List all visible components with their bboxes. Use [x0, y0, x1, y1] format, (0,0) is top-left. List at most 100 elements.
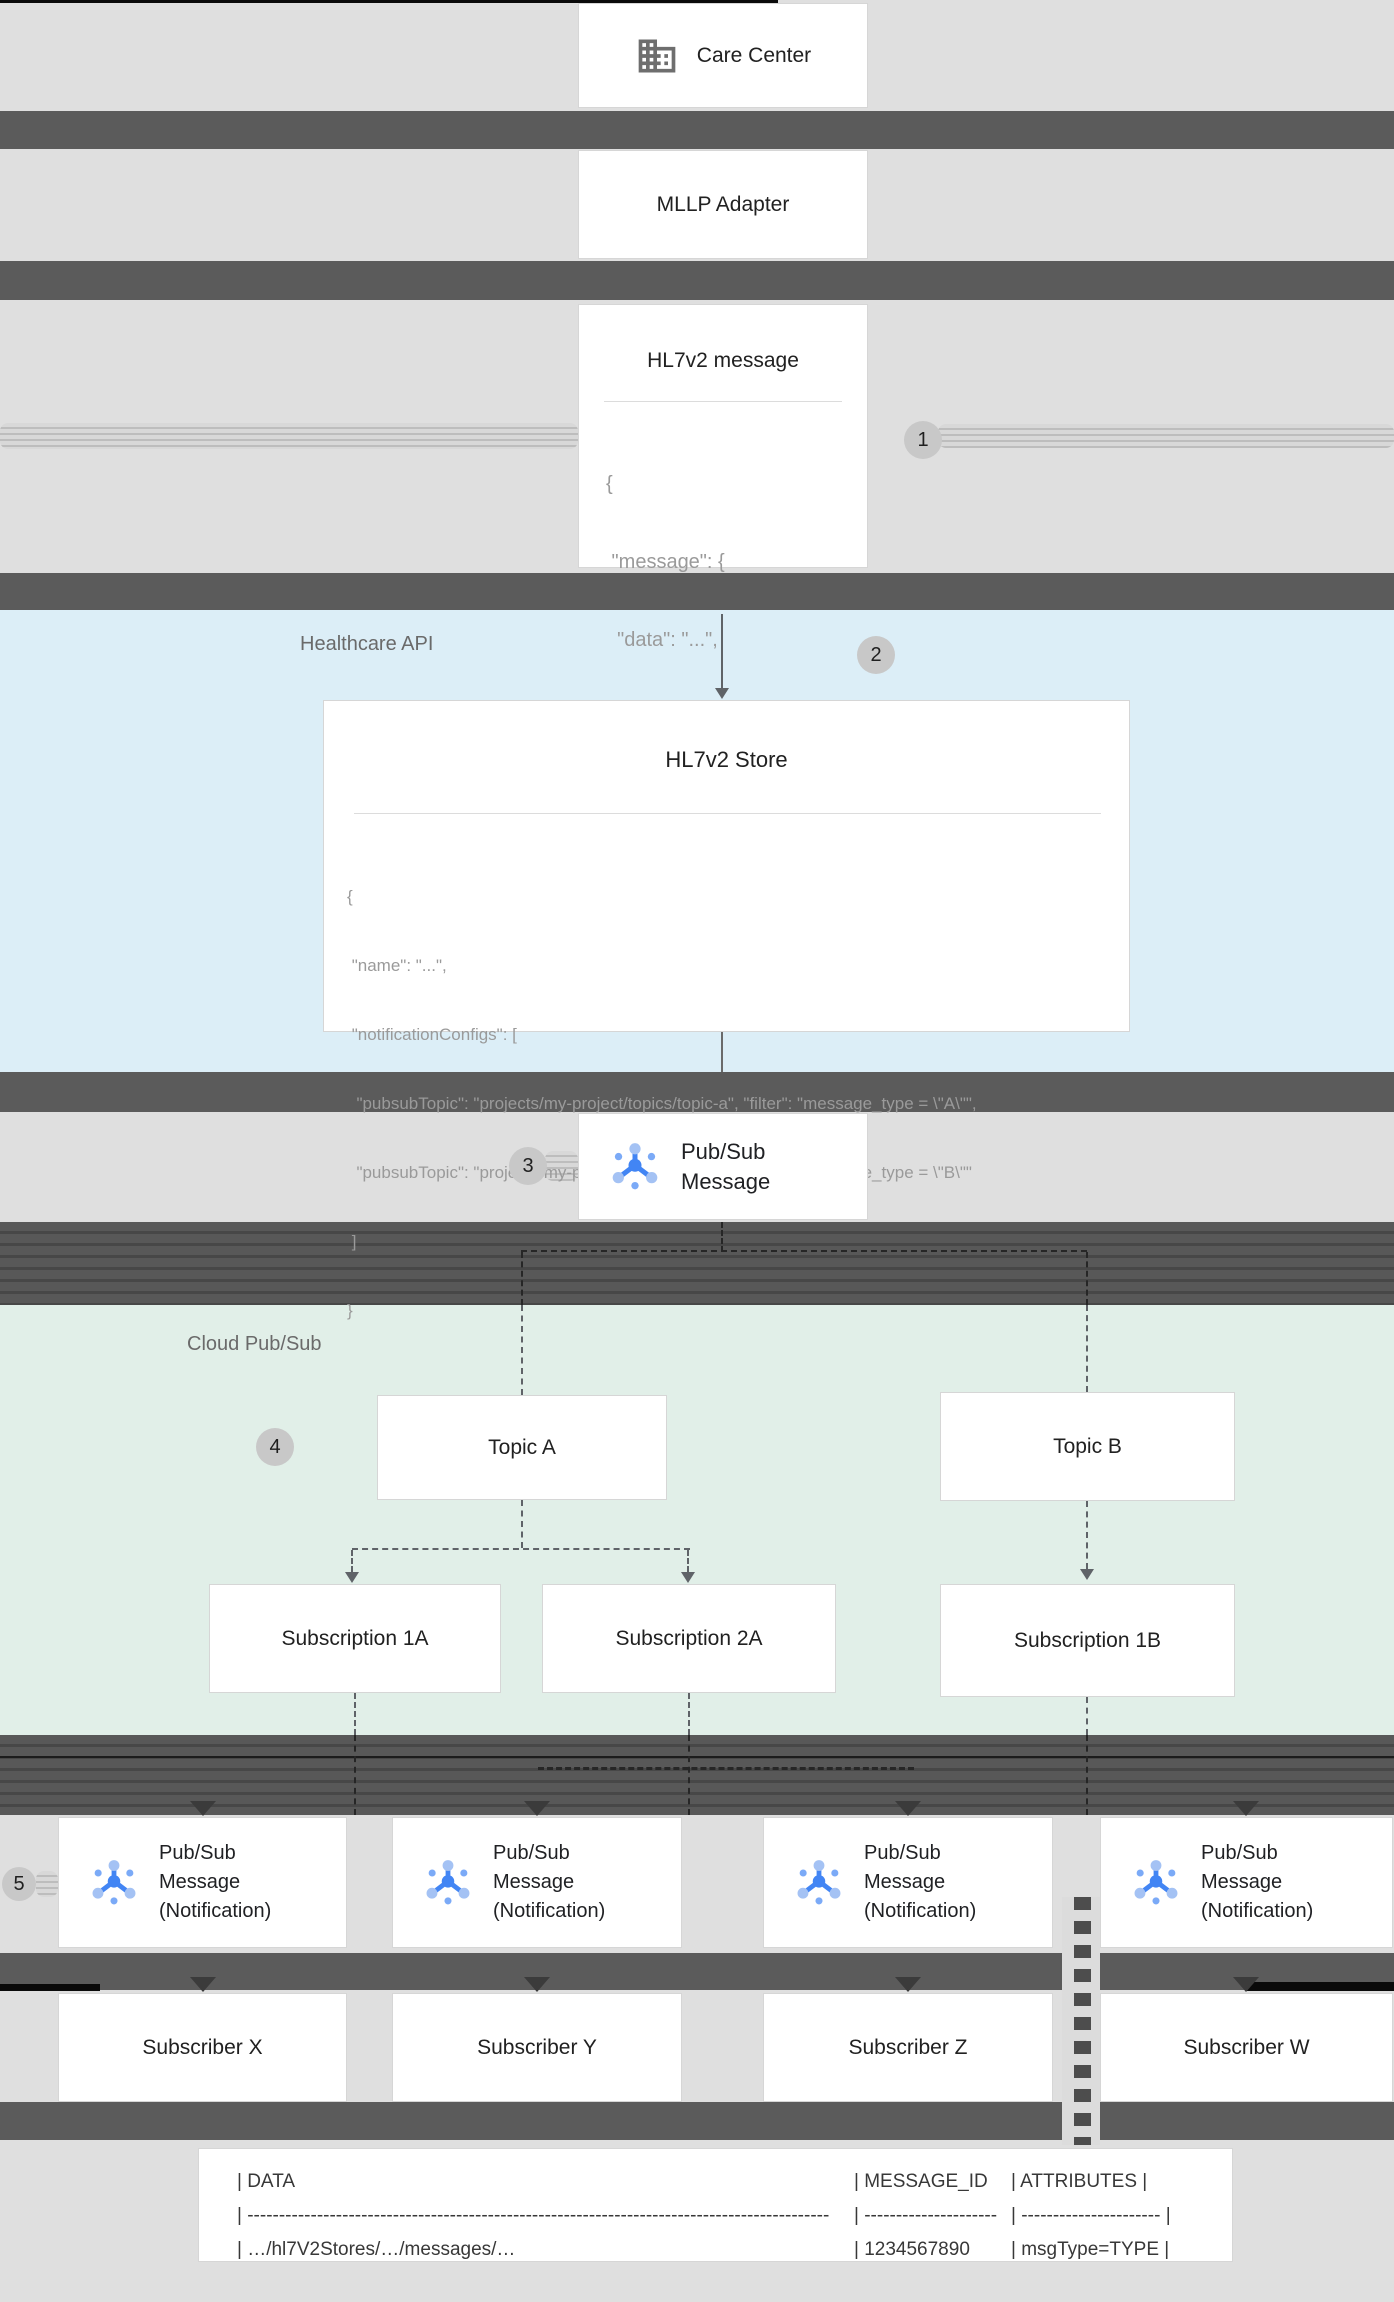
- hl7v2-store-box: HL7v2 Store { "name": "...", "notificati…: [323, 700, 1130, 1320]
- code-line: }: [347, 1301, 353, 1320]
- arrow-down-icon: [681, 1572, 695, 1583]
- dashed-connector: [521, 1250, 1087, 1252]
- subscriber-y-label: Subscriber Y: [477, 2035, 597, 2059]
- separator-band: [0, 2102, 1394, 2140]
- subscriber-z-box: Subscriber Z: [763, 1993, 1053, 2102]
- table-cell-data: | …/hl7V2Stores/…/messages/…: [237, 2239, 516, 2260]
- arrow-down-icon: [715, 688, 729, 699]
- band-black-segment: [0, 1984, 100, 1991]
- notification-box-1: Pub/Sub Message (Notification): [58, 1817, 347, 1948]
- topic-a-box: Topic A: [377, 1395, 667, 1500]
- arrow-down-icon: [524, 1801, 550, 1816]
- label-line: (Notification): [493, 1900, 606, 1922]
- separator-band: [0, 1953, 1394, 1990]
- label-line: Message: [1201, 1871, 1283, 1893]
- divider-line: [604, 401, 842, 402]
- rail-groove: [0, 423, 578, 449]
- step-badge-5: 5: [2, 1867, 36, 1901]
- subscriber-x-box: Subscriber X: [58, 1993, 347, 2102]
- label-line: (Notification): [864, 1900, 977, 1922]
- code-line: "notificationConfigs": [: [347, 1025, 517, 1044]
- code-line: "message": {: [606, 551, 725, 573]
- healthcare-api-label: Healthcare API: [300, 633, 434, 655]
- topic-a-label: Topic A: [488, 1435, 556, 1459]
- label-line: (Notification): [1201, 1900, 1314, 1922]
- arrow-down-icon: [1233, 1801, 1259, 1816]
- subscriber-w-label: Subscriber W: [1183, 2035, 1310, 2059]
- dashed-connector: [538, 1767, 914, 1770]
- step-number: 3: [522, 1154, 534, 1177]
- subscription-1b-box: Subscription 1B: [940, 1584, 1235, 1697]
- subscription-2a-box: Subscription 2A: [542, 1584, 836, 1693]
- table-header-message-id: | MESSAGE_ID: [854, 2171, 988, 2192]
- subscriber-y-box: Subscriber Y: [392, 1993, 682, 2102]
- label-line: Pub/Sub: [1201, 1842, 1278, 1864]
- hl7v2-store-title: HL7v2 Store: [665, 747, 788, 772]
- building-icon: [635, 34, 679, 78]
- dashed-connector: [354, 1693, 356, 1735]
- top-edge-line: [0, 0, 778, 3]
- hl7v2-message-title: HL7v2 message: [647, 349, 799, 372]
- arrow-down-icon: [190, 1977, 216, 1992]
- step-badge-2: 2: [857, 636, 895, 674]
- arrow-down-icon: [524, 1977, 550, 1992]
- separator-band: [0, 573, 1394, 610]
- notification-box-2: Pub/Sub Message (Notification): [392, 1817, 682, 1948]
- step-badge-3: 3: [509, 1147, 547, 1185]
- pubsub-icon: [794, 1858, 844, 1908]
- arrow-down-icon: [895, 1801, 921, 1816]
- dashed-connector: [721, 1222, 723, 1252]
- rail-groove: [36, 1871, 58, 1897]
- table-cell-message-id: | 1234567890: [854, 2239, 970, 2260]
- mllp-adapter-label: MLLP Adapter: [656, 192, 790, 216]
- subscriber-w-box: Subscriber W: [1100, 1993, 1393, 2102]
- code-line: "name": "...",: [347, 956, 447, 975]
- dashed-connector: [521, 1305, 523, 1395]
- pubsub-icon: [1131, 1858, 1181, 1908]
- pubsub-icon: [423, 1858, 473, 1908]
- table-divider: | ---------------------- |: [1011, 2205, 1171, 2226]
- label-line: Message: [864, 1871, 946, 1893]
- notification-box-3: Pub/Sub Message (Notification): [763, 1817, 1053, 1948]
- topic-b-label: Topic B: [1053, 1434, 1122, 1458]
- hl7v2-message-box: HL7v2 message { "message": { "data": "..…: [578, 304, 868, 807]
- code-line: "data": "...",: [606, 629, 718, 651]
- arrow-down-icon: [190, 1801, 216, 1816]
- subscription-1a-label: Subscription 1A: [281, 1626, 429, 1650]
- notification-label: Pub/Sub Message (Notification): [159, 1839, 271, 1926]
- separator-band: [0, 261, 1394, 300]
- label-line: Pub/Sub: [159, 1842, 236, 1864]
- table-header-attributes: | ATTRIBUTES |: [1011, 2171, 1148, 2192]
- dashed-connector: [1086, 1697, 1088, 1735]
- pubsub-message-label: Pub/Sub Message: [681, 1137, 770, 1197]
- table-header-data: | DATA: [237, 2171, 296, 2192]
- cloud-pubsub-label: Cloud Pub/Sub: [187, 1333, 322, 1355]
- rail-groove: [938, 424, 1394, 448]
- pubsub-icon: [609, 1141, 661, 1193]
- code-line: {: [606, 473, 613, 495]
- table-divider-row: | --------------------------------------…: [237, 2199, 1232, 2233]
- code-line: ]: [347, 1232, 357, 1251]
- dashed-connector: [354, 1735, 356, 1815]
- hl7v2-store-code: { "name": "...", "notificationConfigs": …: [347, 839, 977, 1368]
- notification-label: Pub/Sub Message (Notification): [493, 1839, 605, 1926]
- table-row: | …/hl7V2Stores/…/messages/… | 123456789…: [237, 2233, 1232, 2267]
- care-center-box: Care Center: [578, 3, 868, 108]
- dashed-connector: [1086, 1501, 1088, 1569]
- dashed-connector: [521, 1252, 523, 1305]
- label-line: Pub/Sub: [493, 1842, 570, 1864]
- arrow-down-icon: [345, 1572, 359, 1583]
- dashed-connector: [352, 1548, 690, 1550]
- step-number: 5: [13, 1872, 25, 1895]
- table-divider: | ---------------------: [854, 2205, 998, 2226]
- separator-band: [0, 1072, 1394, 1112]
- arrow-down-icon: [895, 1977, 921, 1992]
- step-badge-1: 1: [904, 421, 942, 459]
- dashed-connector: [521, 1500, 523, 1548]
- step-number: 1: [917, 428, 929, 451]
- label-line: Message: [493, 1871, 575, 1893]
- code-line: "pubsubTopic": "projects/my-project/topi…: [347, 1094, 977, 1113]
- code-line: {: [347, 887, 353, 906]
- label-line: Pub/Sub: [864, 1842, 941, 1864]
